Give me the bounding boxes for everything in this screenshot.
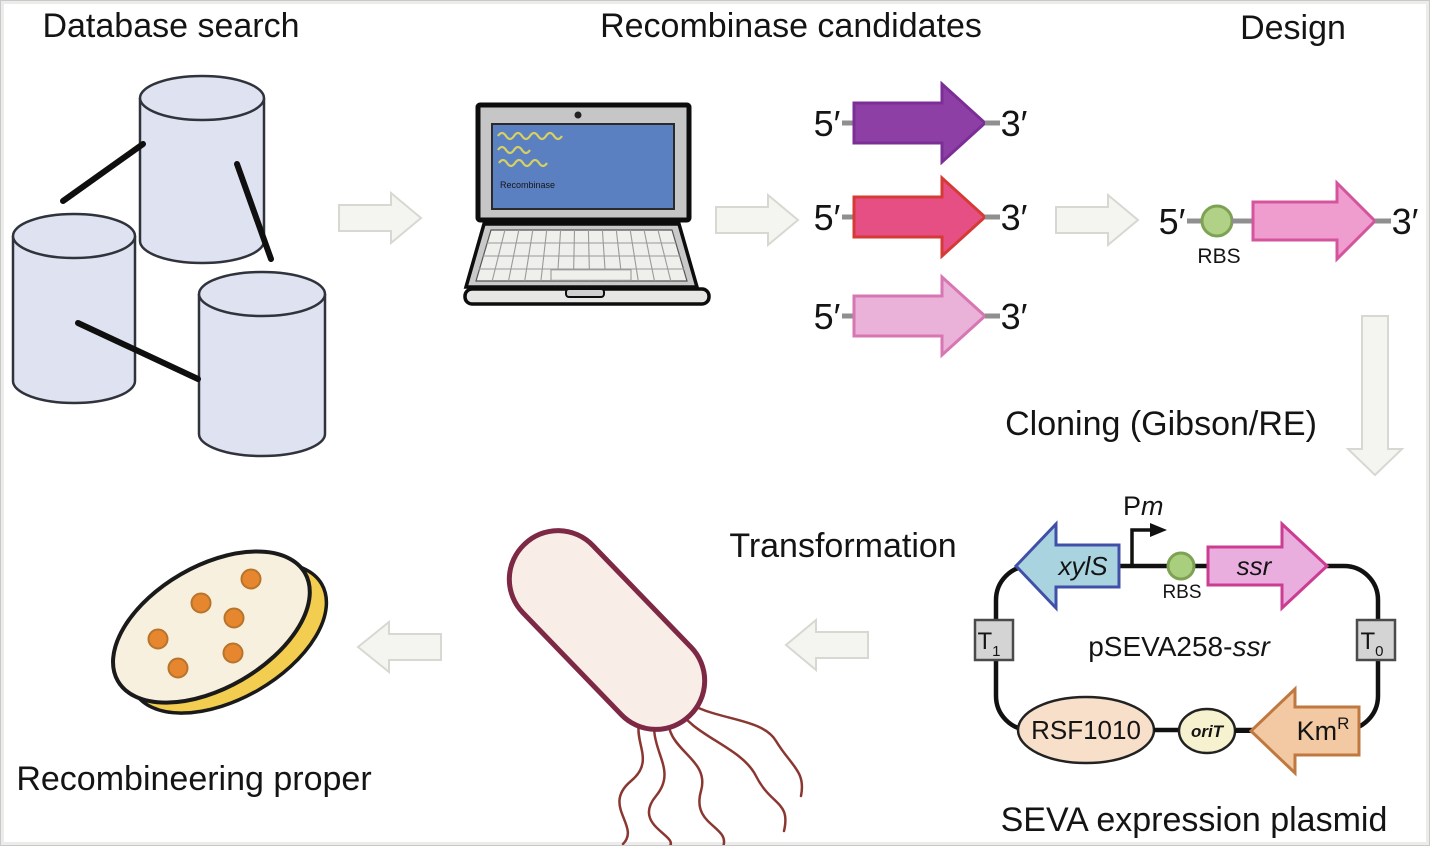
three-prime-label: 3′ (1001, 296, 1028, 337)
database-cylinder-bottom-right (197, 270, 327, 458)
rbs-label: RBS (1197, 245, 1240, 268)
km-resistance-arrow (1248, 685, 1361, 777)
plasmid-map: Pm xylS RBS ssr T1 T0 pSEVA258-ssr RSF10… (973, 491, 1397, 777)
laptop-latch (565, 288, 605, 298)
database-search-title: Database search (42, 7, 299, 45)
pm-promoter-label: Pm (1123, 491, 1164, 521)
laptop-icon: Recombinase (463, 102, 711, 306)
t0-terminator: T0 (1355, 618, 1397, 662)
recombinase-candidates-title: Recombinase candidates (600, 7, 982, 45)
laptop-screen (491, 123, 675, 210)
arrow-transformation-to-plating (356, 619, 442, 675)
laptop-screen-text: Recombinase (500, 180, 555, 190)
t1-terminator: T1 (973, 618, 1015, 662)
database-network-links (60, 141, 274, 382)
design-construct: 5′ 3′ RBS (1159, 179, 1419, 268)
design-title: Design (1240, 9, 1346, 47)
svg-text:T0: T0 (1360, 628, 1383, 660)
rsf1010-label: RSF1010 (1031, 715, 1141, 745)
candidate-gene-arrow-purple (852, 80, 988, 166)
arrow-design-to-cloning (1345, 315, 1405, 477)
arrow-db-to-laptop (338, 190, 423, 246)
recombineering-proper-title: Recombineering proper (16, 760, 371, 798)
laptop-keyboard-grid (479, 229, 684, 282)
rbs-circle (1200, 204, 1234, 238)
three-prime-label: 3′ (1001, 197, 1028, 238)
plasmid-rbs-circle (1166, 551, 1196, 581)
petri-dish-agar (111, 549, 312, 705)
colonies (147, 568, 262, 679)
candidate-row-1: 5′ 3′ (814, 80, 1028, 166)
five-prime-label: 5′ (1159, 201, 1186, 242)
arrow-laptop-to-candidates (715, 192, 800, 248)
xyls-label: xylS (1056, 551, 1108, 581)
three-prime-label: 3′ (1001, 103, 1028, 144)
plasmid-rbs-label: RBS (1162, 582, 1201, 603)
design-gene-arrow (1251, 179, 1378, 263)
database-cylinder-left (11, 212, 137, 405)
km-resistance-label: KmR (1297, 714, 1350, 746)
candidate-gene-arrow-pink (852, 273, 988, 359)
xyls-gene-arrow (1013, 520, 1121, 612)
orit-label: oriT (1191, 722, 1225, 741)
svg-text:T1: T1 (977, 628, 1000, 660)
plasmid-name: pSEVA258-ssr (1088, 631, 1271, 662)
database-cluster-icon (11, 74, 327, 458)
three-prime-label: 3′ (1392, 201, 1419, 242)
ssr-gene-arrow (1206, 520, 1330, 612)
pm-promoter-arrowhead (1150, 523, 1167, 537)
five-prime-label: 5′ (814, 296, 841, 337)
database-cylinder-top (138, 74, 266, 265)
petri-dish-icon (111, 549, 329, 715)
bacterium-body (506, 528, 708, 732)
candidate-gene-arrow-red (852, 174, 988, 260)
process-arrows (338, 190, 1405, 675)
arrow-plasmid-to-transformation (784, 617, 869, 673)
candidate-row-3: 5′ 3′ (814, 273, 1028, 359)
cloning-title: Cloning (Gibson/RE) (1005, 405, 1317, 443)
arrow-candidates-to-design (1055, 192, 1140, 248)
pm-promoter-arrow (1130, 528, 1152, 566)
ssr-label: ssr (1237, 551, 1273, 581)
candidate-row-2: 5′ 3′ (814, 174, 1028, 260)
seva-expression-plasmid-title: SEVA expression plasmid (1001, 801, 1388, 839)
screen-sequence-squiggles (497, 131, 563, 168)
five-prime-label: 5′ (814, 197, 841, 238)
laptop-webcam (574, 111, 582, 119)
five-prime-label: 5′ (814, 103, 841, 144)
transformation-title: Transformation (729, 527, 956, 565)
bacterium-icon (506, 528, 804, 845)
